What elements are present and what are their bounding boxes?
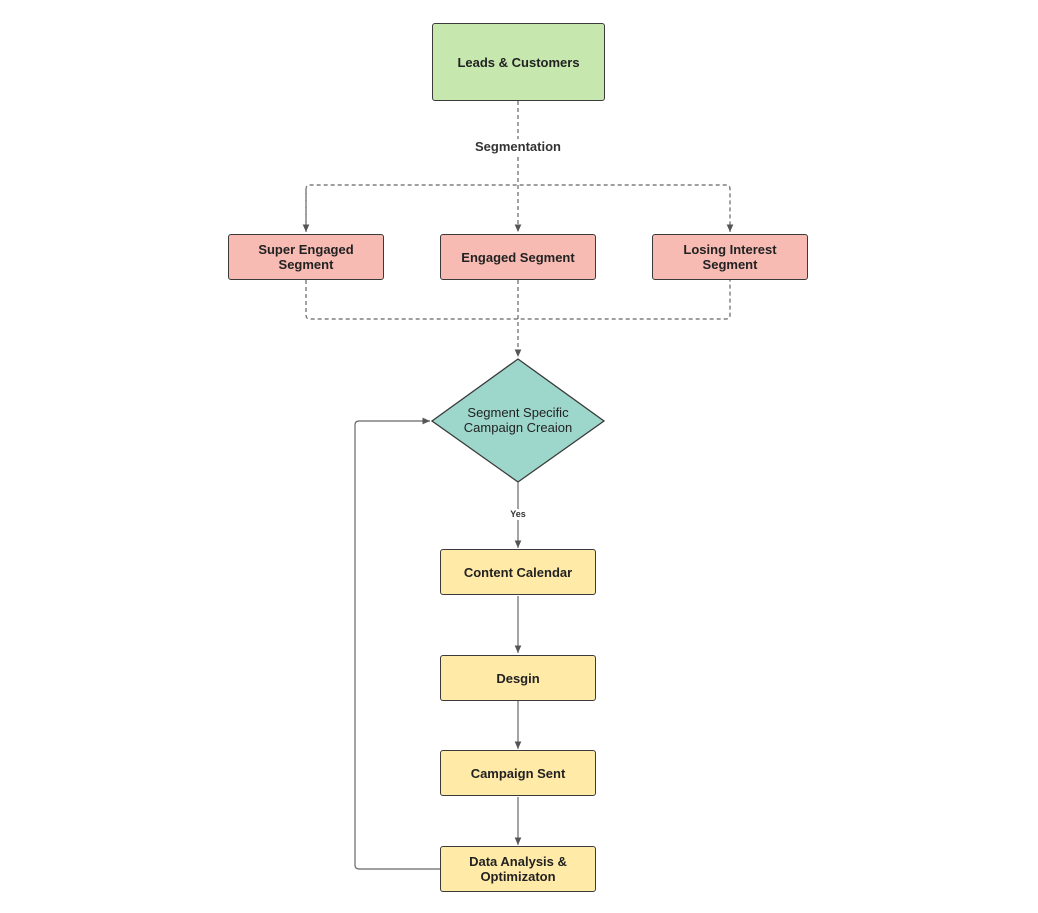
- yes-label: Yes: [504, 509, 532, 520]
- leads-customers-label: Leads & Customers: [457, 54, 580, 70]
- engaged-segment-label: Engaged Segment: [461, 249, 575, 265]
- segmentation-label: Segmentation: [468, 139, 568, 154]
- connector-merge-bar: [305, 280, 731, 320]
- content-calendar-node[interactable]: Content Calendar: [440, 549, 596, 595]
- content-calendar-label: Content Calendar: [463, 564, 573, 580]
- campaign-sent-node[interactable]: Campaign Sent: [440, 750, 596, 796]
- connector-feedback-loop: [354, 417, 440, 870]
- data-analysis-node[interactable]: Data Analysis & Optimizaton: [440, 846, 596, 892]
- losing-interest-segment-node[interactable]: Losing Interest Segment: [652, 234, 808, 280]
- campaign-sent-label: Campaign Sent: [470, 765, 566, 781]
- super-engaged-segment-node[interactable]: Super Engaged Segment: [228, 234, 384, 280]
- design-node[interactable]: Desgin: [440, 655, 596, 701]
- campaign-creation-label: Segment Specific Campaign Creaion: [463, 405, 573, 435]
- design-label: Desgin: [496, 670, 540, 686]
- losing-interest-segment-label: Losing Interest Segment: [683, 242, 777, 272]
- super-engaged-segment-label: Super Engaged Segment: [258, 242, 354, 272]
- connector-branch-bar: [305, 184, 734, 232]
- engaged-segment-node[interactable]: Engaged Segment: [440, 234, 596, 280]
- leads-customers-node[interactable]: Leads & Customers: [432, 23, 605, 101]
- data-analysis-label: Data Analysis & Optimizaton: [469, 854, 567, 884]
